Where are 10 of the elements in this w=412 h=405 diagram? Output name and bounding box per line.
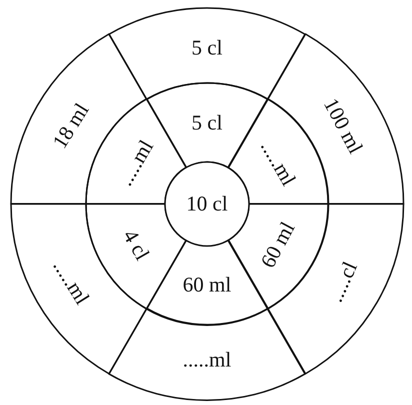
measurement-label: 5 cl	[192, 37, 222, 58]
measurement-label: 60 ml	[182, 274, 232, 296]
measurement-label: .....cl	[324, 259, 361, 306]
measurement-label: 10 cl	[186, 194, 228, 214]
measurement-label: 5 cl	[192, 112, 222, 133]
measurement-label: 100 ml	[319, 94, 366, 157]
measurement-label: 60 ml	[256, 218, 298, 272]
measurement-label: .....ml	[182, 350, 232, 371]
measurement-label: 18 ml	[50, 100, 94, 152]
measurement-label: 4 cl	[120, 226, 154, 264]
